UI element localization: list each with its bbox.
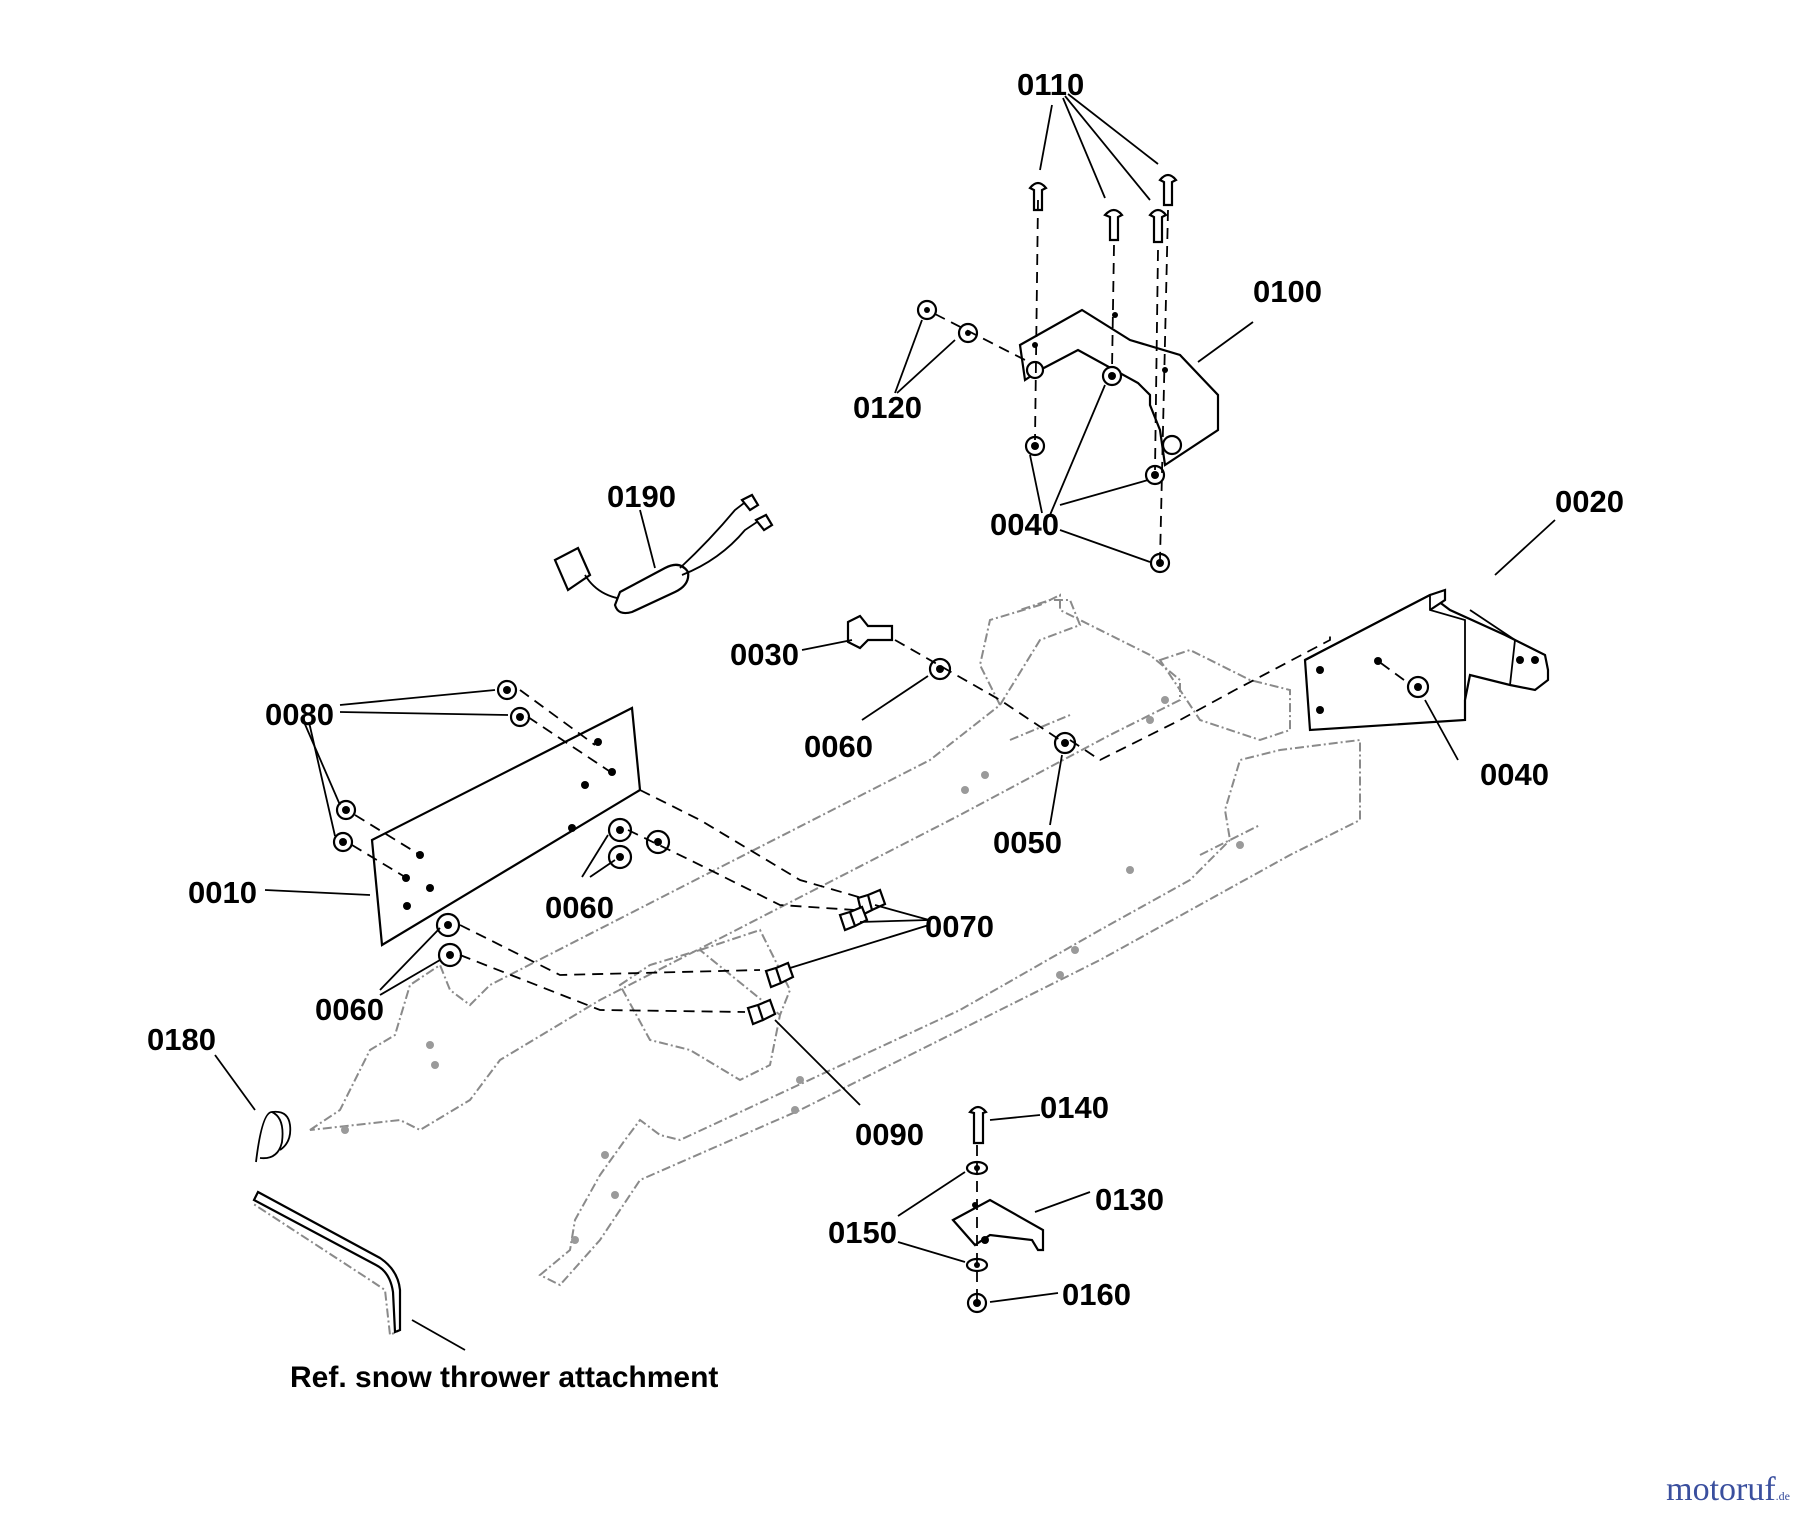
callout-0190: 0190 [607,479,676,514]
watermark-brand: motoruf [1666,1471,1776,1508]
bracket-0020 [1303,588,1550,732]
callout-0160: 0160 [1062,1277,1131,1312]
callout-0100: 0100 [1253,274,1322,309]
callout-0060-mid: 0060 [545,890,614,925]
callout-0010: 0010 [188,875,257,910]
harness-0190 [553,493,774,615]
callout-0150: 0150 [828,1215,897,1250]
bracket-0130 [951,1198,1045,1252]
callout-0040-upper: 0040 [990,507,1059,542]
callout-0080: 0080 [265,697,334,732]
bracket-0100 [1018,308,1220,467]
callout-0060-lower: 0060 [315,992,384,1027]
callout-0020: 0020 [1555,484,1624,519]
callout-0140: 0140 [1040,1090,1109,1125]
frame-reference [253,593,1361,1337]
fasteners [332,173,1430,1314]
callout-0040-right: 0040 [1480,757,1549,792]
callout-0050: 0050 [993,825,1062,860]
callout-0070: 0070 [925,909,994,944]
callout-0120: 0120 [853,390,922,425]
watermark-tld: .de [1775,1489,1790,1503]
callout-0180: 0180 [147,1022,216,1057]
callout-0030: 0030 [730,637,799,672]
callout-0090: 0090 [855,1117,924,1152]
callout-0130: 0130 [1095,1182,1164,1217]
snow-thrower-caption: Ref. snow thrower attachment [290,1361,718,1394]
callout-labels: 0110 0100 0120 0190 0040 0020 0030 0060 … [147,67,1624,1312]
watermark-logo: motoruf.de [1666,1471,1790,1509]
hairpin-0180 [255,1110,292,1163]
snow-thrower-rod [252,1190,402,1334]
assembly-lines [351,199,1405,1300]
callout-0060-upper: 0060 [804,729,873,764]
leader-lines [214,93,1556,1351]
callout-0110: 0110 [1017,67,1084,102]
